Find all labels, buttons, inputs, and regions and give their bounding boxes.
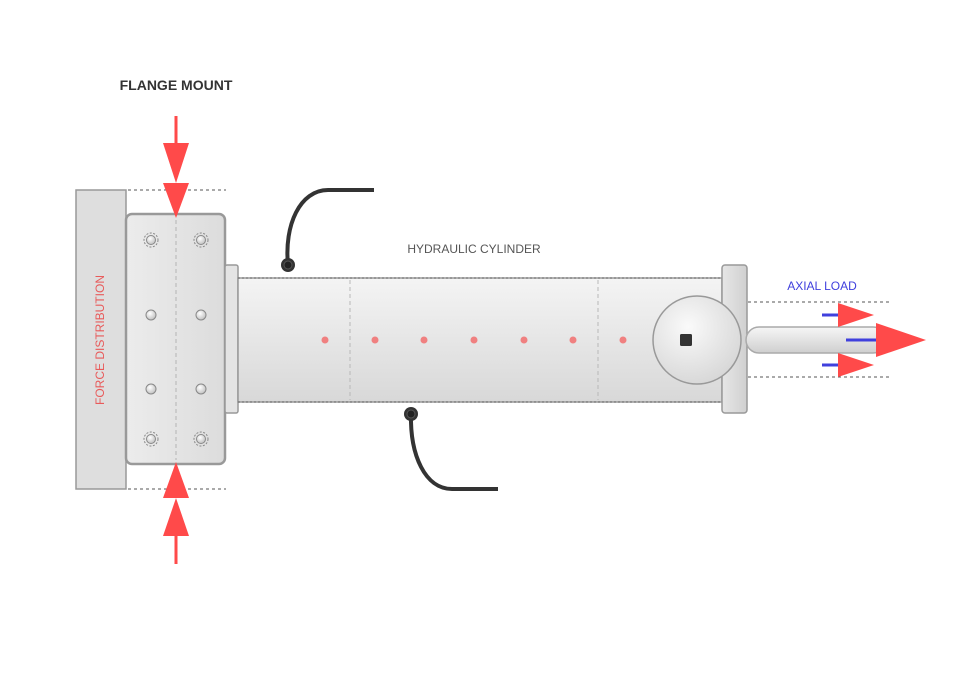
flange-bolts bbox=[143, 232, 209, 447]
bolt bbox=[145, 309, 157, 321]
bolt bbox=[195, 383, 207, 395]
pressure-dot bbox=[569, 336, 577, 344]
top-force-arrow-head bbox=[163, 183, 189, 218]
cylinder-barrel bbox=[237, 277, 723, 403]
load-arrow-head bbox=[838, 353, 874, 377]
axial-load-arrows bbox=[822, 303, 926, 377]
cylinder-label: HYDRAULIC CYLINDER bbox=[407, 242, 541, 256]
pressure-dot bbox=[619, 336, 627, 344]
pressure-dot bbox=[321, 336, 329, 344]
ball-joint-pin bbox=[680, 334, 692, 346]
load-arrow-head bbox=[876, 323, 926, 357]
bolt bbox=[196, 235, 206, 245]
load-arrow-head bbox=[838, 303, 874, 327]
gland bbox=[224, 264, 239, 414]
upper-hose-port-inner bbox=[283, 260, 293, 270]
mount-force-arrows bbox=[163, 116, 189, 564]
bottom-force-arrow-head bbox=[163, 498, 189, 536]
bolt bbox=[146, 235, 156, 245]
bolt-ring bbox=[193, 232, 209, 248]
bolt-ring bbox=[193, 431, 209, 447]
force-distribution-plate bbox=[75, 189, 127, 490]
bottom-force-arrow-head bbox=[163, 462, 189, 498]
upper-hose bbox=[285, 188, 374, 266]
pressure-dot bbox=[520, 336, 528, 344]
bolt bbox=[195, 309, 207, 321]
bolt-ring bbox=[143, 431, 159, 447]
lower-hose-port-inner bbox=[406, 409, 416, 419]
bolt bbox=[146, 434, 156, 444]
pressure-dot bbox=[371, 336, 379, 344]
force-distribution-label: FORCE DISTRIBUTION bbox=[93, 275, 107, 405]
title-label: FLANGE MOUNT bbox=[120, 77, 233, 93]
ball-joint bbox=[652, 295, 742, 385]
pressure-dots bbox=[321, 336, 627, 344]
bolt bbox=[196, 434, 206, 444]
bolt-ring bbox=[143, 232, 159, 248]
load-reference-lines bbox=[748, 301, 892, 378]
top-force-arrow-head bbox=[163, 143, 189, 183]
lower-hose bbox=[408, 413, 498, 491]
axial-load-label: AXIAL LOAD bbox=[787, 279, 857, 293]
pressure-dot bbox=[470, 336, 478, 344]
pressure-dot bbox=[420, 336, 428, 344]
bolt bbox=[145, 383, 157, 395]
